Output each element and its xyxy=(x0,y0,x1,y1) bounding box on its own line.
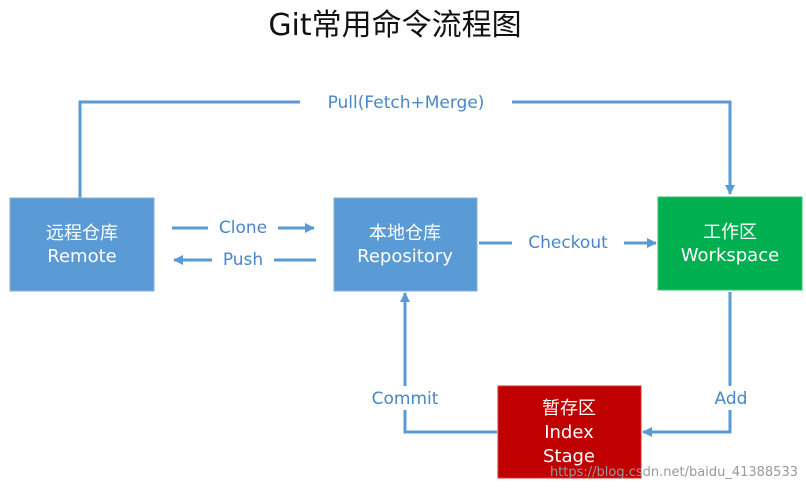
clone-label: Clone xyxy=(219,218,267,238)
repository-node-label-en: Repository xyxy=(357,246,453,267)
checkout-label: Checkout xyxy=(528,233,608,253)
add-label: Add xyxy=(715,389,748,409)
remote-node: 远程仓库 Remote xyxy=(9,197,155,292)
remote-node-label-zh: 远程仓库 xyxy=(46,223,118,244)
push-label: Push xyxy=(223,250,263,270)
stage-node-label-stage: Stage xyxy=(543,446,595,467)
page-title: Git常用命令流程图 xyxy=(268,8,521,43)
workspace-node-label-en: Workspace xyxy=(681,245,779,266)
commit-label: Commit xyxy=(372,389,439,409)
workspace-node-label-zh: 工作区 xyxy=(703,222,757,243)
pull-label: Pull(Fetch+Merge) xyxy=(328,93,485,113)
watermark: https://blog.csdn.net/baidu_41388533 xyxy=(550,465,798,480)
remote-node-label-en: Remote xyxy=(47,246,116,267)
stage-node-label-zh: 暂存区 xyxy=(542,398,596,419)
pull-arrow xyxy=(78,100,735,198)
workspace-node: 工作区 Workspace xyxy=(657,196,803,291)
repository-node-label-zh: 本地仓库 xyxy=(369,223,441,244)
repository-node: 本地仓库 Repository xyxy=(333,197,478,292)
stage-node: 暂存区 Index Stage xyxy=(497,385,642,479)
add-arrow xyxy=(642,292,732,437)
commit-arrow xyxy=(400,292,497,434)
stage-node-label-index: Index xyxy=(544,422,594,443)
